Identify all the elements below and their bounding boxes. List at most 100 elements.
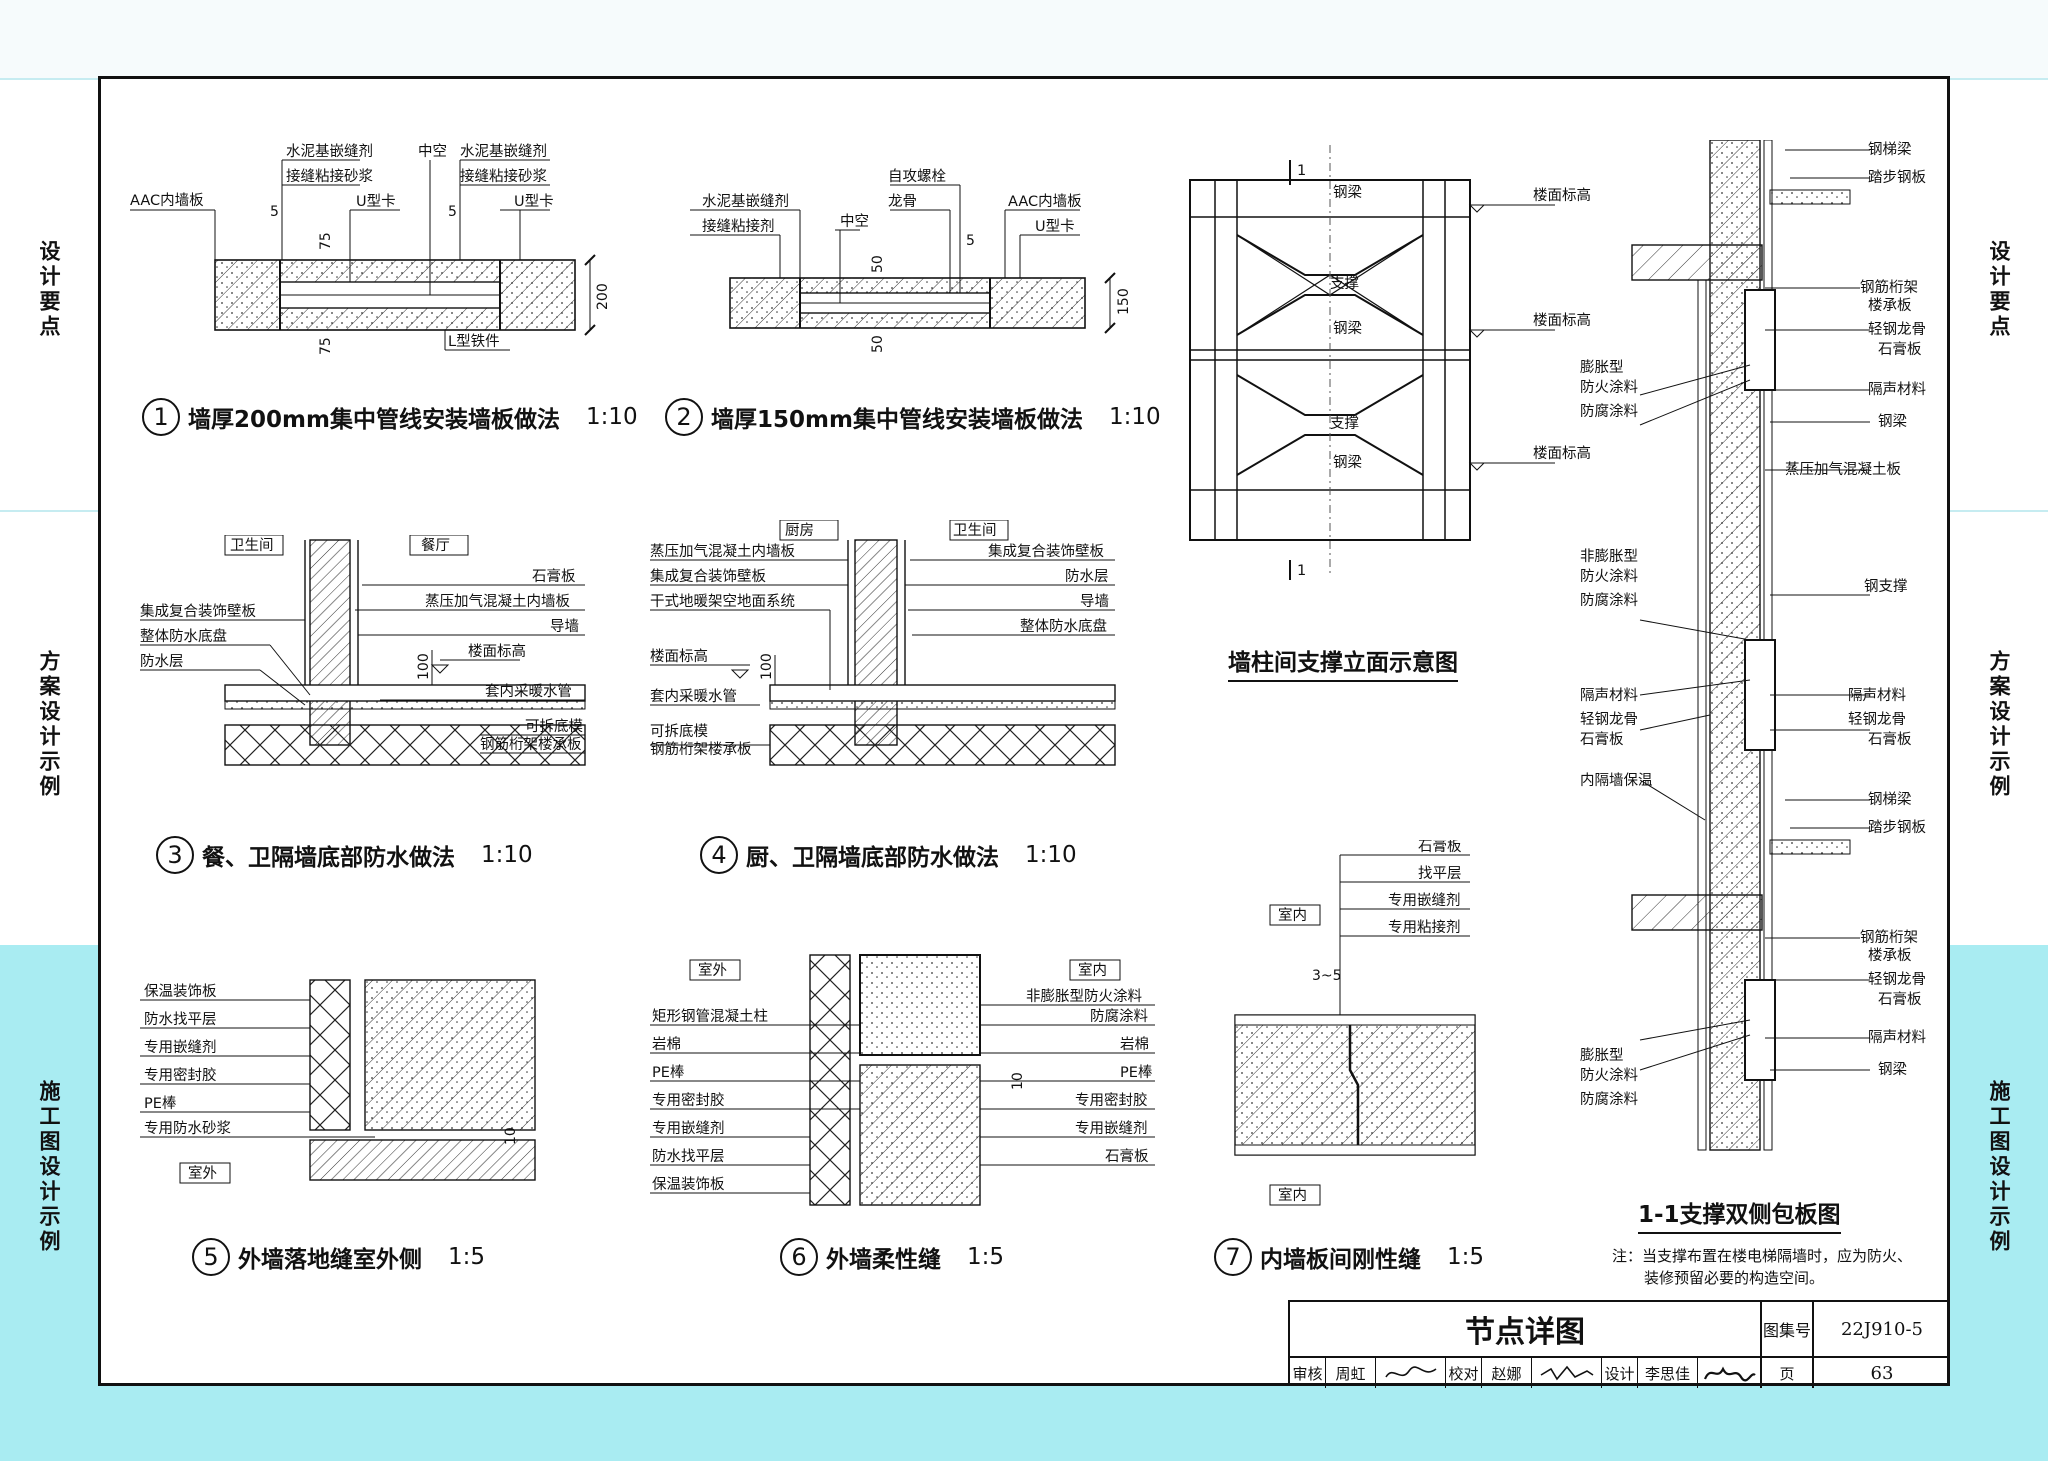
title-block-checker: 赵娜 <box>1482 1358 1532 1388</box>
elev-label-beam-1: 钢梁 <box>1333 184 1362 201</box>
sec-label-r17: 石膏板 <box>1878 990 1922 1008</box>
d2-label-aac: AAC内墙板 <box>1008 192 1082 210</box>
sec-label-l8: 内隔墙保温 <box>1580 772 1653 789</box>
sec-label-l3: 非膨胀型 <box>1580 548 1638 565</box>
d2-label-bolt: 自攻螺栓 <box>888 168 946 185</box>
d1-label-ucard-2: U型卡 <box>514 193 554 210</box>
d6-label-l5: 专用嵌缝剂 <box>652 1120 725 1137</box>
d5-label-6: 专用防水砂浆 <box>144 1119 231 1137</box>
d6-label-r6: 专用嵌缝剂 <box>1075 1120 1148 1137</box>
sec-label-r12: 石膏板 <box>1868 730 1912 748</box>
d1-label-aac: AAC内墙板 <box>130 191 204 209</box>
d7-label-1: 石膏板 <box>1418 840 1462 855</box>
d5-label-1: 保温装饰板 <box>144 982 217 1000</box>
elev-label-level-2: 楼面标高 <box>1533 312 1591 329</box>
side-tab-construction-right[interactable]: 施工图设计示例 <box>1987 1080 2011 1255</box>
detail-3-drawing: 卫生间 餐厅 石膏板 蒸压加气混凝土内墙板 集成复合装饰壁板 整体防水底盘 防水… <box>140 535 586 766</box>
d7-label-inside-bottom: 室内 <box>1278 1187 1307 1204</box>
elev-label-level-3: 楼面标高 <box>1533 445 1591 462</box>
d1-label-hollow: 中空 <box>418 143 447 160</box>
d7-dim-3-5: 3~5 <box>1312 968 1342 984</box>
sec-label-l1: 膨胀型 <box>1580 359 1624 376</box>
title-block-page-label: 页 <box>1762 1358 1814 1388</box>
section-1-1-drawing: 钢梯梁 踏步钢板 钢筋桁架 楼承板 轻钢龙骨 石膏板 隔声材料 钢梁 蒸压加气混… <box>1580 140 1926 1151</box>
detail-2-drawing: 水泥基嵌缝剂 接缝粘接剂 中空 自攻螺栓 龙骨 AAC内墙板 U型卡 5 50 … <box>690 168 1130 353</box>
d5-label-5: PE棒 <box>144 1095 177 1112</box>
sec-label-l1b: 防火涂料 <box>1580 379 1638 396</box>
title-block-reviewer-signature <box>1376 1358 1446 1388</box>
d6-label-r7: 石膏板 <box>1105 1147 1149 1165</box>
d4-label-aac: 蒸压加气混凝土内墙板 <box>650 542 795 560</box>
sec-label-r5: 石膏板 <box>1878 340 1922 358</box>
sec-label-r14: 踏步钢板 <box>1868 818 1926 836</box>
elev-label-beam-3: 钢梁 <box>1333 454 1362 471</box>
title-block-review-label: 审核 <box>1290 1358 1326 1388</box>
d2-dim-50b: 50 <box>870 335 886 353</box>
side-tab-design-points-left[interactable]: 设计要点 <box>37 240 61 340</box>
title-block-atlas-no: 22J910-5 <box>1814 1302 1950 1358</box>
d2-dim-150: 150 <box>1116 288 1130 315</box>
d4-label-pipe: 套内采暖水管 <box>650 688 737 705</box>
d1-label-ucard: U型卡 <box>356 193 396 210</box>
d2-label-keel: 龙骨 <box>888 193 917 210</box>
d6-label-outside: 室外 <box>698 962 727 979</box>
d3-label-pipe: 套内采暖水管 <box>485 683 572 700</box>
d1-dim-75b: 75 <box>318 337 334 355</box>
title-block-design-label: 设计 <box>1602 1358 1638 1388</box>
sec-label-r6: 隔声材料 <box>1868 380 1926 398</box>
d1-dim-5a: 5 <box>270 204 279 220</box>
elev-section-mark-top: 1 <box>1297 163 1306 179</box>
d6-label-l1: 矩形钢管混凝土柱 <box>652 1008 768 1025</box>
d4-label-panel: 集成复合装饰壁板 <box>650 567 766 585</box>
d2-dim-5: 5 <box>966 233 975 249</box>
sec-label-r15b: 楼承板 <box>1868 946 1912 964</box>
side-tab-construction-left[interactable]: 施工图设计示例 <box>37 1080 61 1255</box>
d3-label-dining: 餐厅 <box>421 537 450 554</box>
title-block-checker-signature <box>1532 1358 1602 1388</box>
d3-label-tray: 整体防水底盘 <box>140 627 227 645</box>
side-tab-design-points-right[interactable]: 设计要点 <box>1987 240 2011 340</box>
d1-label-cement-joint: 水泥基嵌缝剂 <box>286 143 373 160</box>
side-tab-scheme-right[interactable]: 方案设计示例 <box>1987 650 2011 800</box>
d1-dim-75a: 75 <box>318 232 334 250</box>
d1-dim-200: 200 <box>595 283 610 310</box>
title-block-designer: 李思佳 <box>1638 1358 1698 1388</box>
brace-elevation-drawing: 1 1 钢梁 钢梁 钢梁 支撑 支撑 楼面标高 楼面标高 楼面标高 <box>1189 145 1591 580</box>
side-tab-scheme-left[interactable]: 方案设计示例 <box>37 650 61 800</box>
d7-label-inside-top: 室内 <box>1278 907 1307 924</box>
title-block-title: 节点详图 <box>1290 1302 1762 1358</box>
elevation-title: 墙柱间支撑立面示意图 <box>1228 643 1458 682</box>
detail-7-drawing: 室内 室内 石膏板 找平层 专用嵌缝剂 专用粘接剂 3~5 <box>1234 840 1476 1206</box>
sec-label-r15: 钢筋桁架 <box>1860 929 1918 946</box>
d3-dim-100: 100 <box>416 653 432 680</box>
sec-label-r2: 踏步钢板 <box>1868 168 1926 186</box>
sec-label-r7: 钢梁 <box>1878 413 1907 430</box>
sec-label-l4: 防腐涂料 <box>1580 591 1638 609</box>
title-block-check-label: 校对 <box>1446 1358 1482 1388</box>
d6-label-r5: 专用密封胶 <box>1075 1092 1148 1109</box>
detail-6-drawing: 室外 室内 矩形钢管混凝土柱 岩棉 PE棒 专用密封胶 专用嵌缝剂 防水找平层 … <box>650 954 1155 1206</box>
elev-label-level-1: 楼面标高 <box>1533 187 1591 204</box>
d4-label-bath: 卫生间 <box>953 522 997 539</box>
d5-label-outside: 室外 <box>188 1165 217 1182</box>
sec-label-r19: 钢梁 <box>1878 1061 1907 1078</box>
section-title: 1-1支撑双侧包板图 <box>1638 1195 1841 1234</box>
d4-label-truss: 钢筋桁架楼承板 <box>650 740 752 758</box>
d1-label-lsteel: L型铁件 <box>448 333 500 350</box>
d2-label-ucard: U型卡 <box>1035 218 1075 235</box>
d4-label-guide: 导墙 <box>1080 593 1109 610</box>
top-band <box>0 0 2048 80</box>
section-note: 注：当支撑布置在楼电梯隔墙时，应为防火、 装修预留必要的构造空间。 <box>1612 1247 1913 1287</box>
d5-label-4: 专用密封胶 <box>144 1067 217 1084</box>
d2-label-cement-joint: 水泥基嵌缝剂 <box>702 193 789 210</box>
d1-dim-5b: 5 <box>448 204 457 220</box>
d3-label-floor: 楼面标高 <box>468 643 526 660</box>
d3-label-bath: 卫生间 <box>230 537 274 554</box>
title-block-designer-signature <box>1698 1358 1762 1388</box>
d3-label-removable: 可拆底模 <box>525 718 583 735</box>
d6-dim-10: 10 <box>1010 1072 1026 1090</box>
